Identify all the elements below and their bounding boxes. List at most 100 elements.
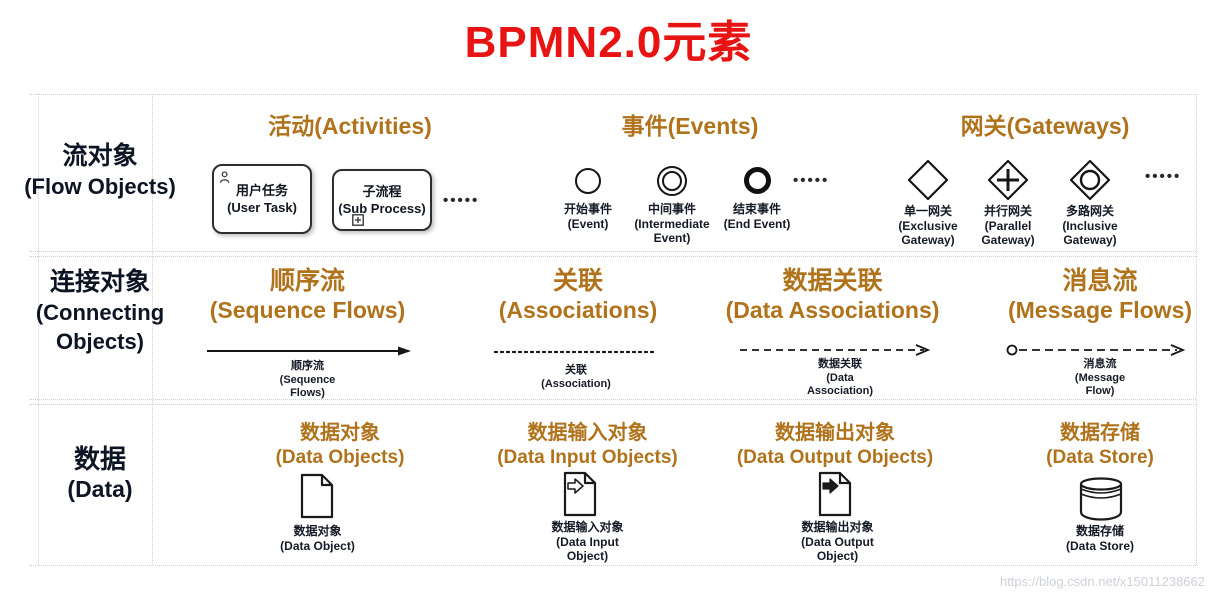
row-label-flow-objects: 流对象 (Flow Objects) (0, 140, 200, 201)
inclusive-gateway-label-en1: (Inclusive (1062, 218, 1118, 233)
association-label-en: (Association) (541, 377, 611, 390)
parallel-gateway-label-en1: (Parallel (984, 218, 1032, 233)
data-object-label: 数据对象 (Data Object) (255, 524, 380, 553)
exclusive-gateway-label-en2: Gateway) (901, 233, 955, 247)
intermediate-event-label-en1: (Intermediate (634, 216, 710, 231)
sequence-flow-label-en2: Flows) (290, 387, 325, 399)
header-sequence-flows-zh: 顺序流 (269, 267, 345, 295)
row-label-connecting-objects: 连接对象 (Connecting Objects) (0, 266, 200, 356)
data-association-arrow (738, 344, 931, 356)
sub-process-label-zh: 子流程 (362, 184, 402, 199)
subprocess-plus-icon (352, 214, 364, 226)
page-title: BPMN2.0元素 (464, 18, 753, 67)
start-event-icon (575, 168, 601, 194)
intermediate-event: 中间事件 (Intermediate Event) (625, 166, 719, 246)
end-event-icon (743, 167, 771, 194)
user-task-label-zh: 用户任务 (235, 183, 288, 198)
grid-line (30, 94, 1196, 95)
data-object-label-en: (Data Object) (280, 538, 355, 553)
exclusive-gateway-label-en1: (Exclusive (898, 218, 958, 233)
grid-line (38, 94, 39, 565)
header-events: 事件(Events) (621, 113, 759, 139)
data-store-label-zh: 数据存储 (1075, 524, 1124, 538)
message-flow-label-en2: Flow) (1085, 385, 1115, 397)
exclusive-gateway-label-zh: 单一网关 (903, 204, 952, 218)
start-event: 开始事件 (Event) (545, 168, 631, 231)
data-store-icon (1078, 476, 1124, 522)
data-store-label-en: (Data Store) (1065, 538, 1134, 553)
row-label-en: (Data) (67, 476, 133, 502)
end-event-label-en: (End Event) (723, 216, 791, 231)
grid-line (30, 256, 1196, 257)
data-input-icon (562, 470, 598, 518)
header-data-objects: 数据对象 (Data Objects) (230, 420, 450, 470)
ellipsis-events: ••••• (793, 172, 830, 189)
row-label-zh: 流对象 (62, 142, 138, 170)
ellipsis-activities: ••••• (443, 192, 480, 209)
header-message-flows-zh: 消息流 (1062, 267, 1138, 295)
parallel-gateway-label-en2: Gateway) (981, 233, 1035, 247)
parallel-gateway-label-zh: 并行网关 (983, 204, 1032, 218)
header-data-output-objects: 数据输出对象 (Data Output Objects) (705, 420, 965, 470)
row-label-en1: (Connecting (35, 300, 165, 325)
exclusive-gateway-icon (907, 159, 949, 201)
grid-line (30, 399, 1196, 400)
sequence-flow-arrow (205, 344, 413, 358)
message-flow-label-en1: (Message (1074, 371, 1126, 384)
data-association-label: 数据关联 (Data Association) (775, 358, 905, 399)
watermark: https://blog.csdn.net/x15011238662 (999, 574, 1205, 589)
header-sequence-flows: 顺序流 (Sequence Flows) (195, 266, 420, 324)
data-object-icon (299, 472, 335, 520)
user-icon (219, 170, 234, 185)
header-associations: 关联 (Associations) (468, 266, 688, 324)
data-association-label-en2: Association) (806, 385, 873, 397)
data-input-label-en2: Object) (566, 549, 609, 563)
association-label-zh: 关联 (565, 364, 587, 376)
header-data-store-zh: 数据存储 (1060, 422, 1140, 444)
grid-line (1196, 94, 1197, 565)
sub-process-label-en: (Sub Process) (338, 201, 426, 216)
inclusive-gateway: 多路网关 (Inclusive Gateway) (1047, 158, 1133, 248)
intermediate-event-icon (657, 166, 687, 196)
parallel-gateway-icon (987, 159, 1029, 201)
row-label-zh: 连接对象 (49, 268, 150, 296)
row-label-data: 数据 (Data) (0, 443, 200, 504)
header-message-flows-en: (Message Flows) (1007, 297, 1193, 323)
grid-line (152, 94, 153, 565)
grid-line (30, 404, 1196, 405)
header-data-associations: 数据关联 (Data Associations) (700, 266, 965, 324)
sequence-flow-label-zh: 顺序流 (291, 360, 324, 372)
data-output-icon (817, 470, 853, 518)
header-data-output-objects-zh: 数据输出对象 (775, 422, 895, 444)
data-output-label-en2: Object) (816, 549, 859, 563)
header-data-input-objects: 数据输入对象 (Data Input Objects) (470, 420, 705, 470)
start-event-label-zh: 开始事件 (563, 202, 612, 216)
message-flow-label: 消息流 (Message Flow) (1035, 358, 1165, 399)
grid-line (30, 251, 1196, 252)
header-activities: 活动(Activities) (268, 113, 432, 139)
header-data-store-en: (Data Store) (1046, 447, 1154, 468)
ellipsis-gateways: ••••• (1145, 168, 1182, 185)
header-data-input-objects-zh: 数据输入对象 (527, 422, 648, 444)
data-output-label-zh: 数据输出对象 (801, 520, 874, 534)
data-association-label-zh: 数据关联 (818, 358, 862, 370)
intermediate-event-inner-circle (662, 171, 682, 191)
association-line (493, 348, 659, 356)
header-sequence-flows-en: (Sequence Flows) (209, 297, 406, 323)
parallel-gateway: 并行网关 (Parallel Gateway) (965, 158, 1051, 248)
inclusive-gateway-label-zh: 多路网关 (1065, 204, 1114, 218)
header-gateways: 网关(Gateways) (960, 113, 1130, 139)
exclusive-gateway: 单一网关 (Exclusive Gateway) (885, 158, 971, 248)
header-associations-zh: 关联 (552, 267, 603, 295)
header-data-objects-en: (Data Objects) (275, 447, 405, 468)
header-associations-en: (Associations) (498, 297, 658, 323)
inclusive-gateway-label-en2: Gateway) (1063, 233, 1117, 247)
user-task-shape: 用户任务 (User Task) (212, 164, 312, 234)
data-store-label: 数据存储 (Data Store) (1035, 524, 1165, 553)
data-input-label-zh: 数据输入对象 (551, 520, 624, 534)
user-task-label-en: (User Task) (227, 200, 297, 215)
end-event: 结束事件 (End Event) (713, 167, 801, 231)
header-message-flows: 消息流 (Message Flows) (980, 266, 1217, 324)
header-data-output-objects-en: (Data Output Objects) (736, 447, 934, 468)
